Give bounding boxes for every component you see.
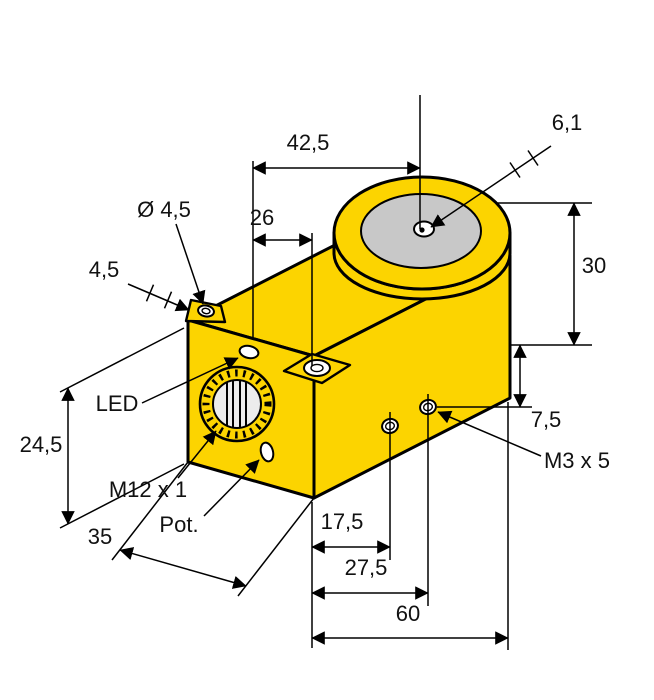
dim-30-label: 30 — [582, 253, 606, 278]
dim-tick — [527, 150, 539, 166]
dim-26-label: 26 — [250, 205, 274, 230]
dimension-lines — [59, 95, 592, 650]
dim-42-5-label: 42,5 — [287, 130, 330, 155]
leader-led — [141, 357, 239, 404]
m3-hole-front-inner — [384, 421, 396, 431]
led-indicator — [238, 344, 260, 360]
dim-27-5-label: 27,5 — [345, 555, 388, 580]
potentiometer-hole — [259, 441, 275, 463]
leader-m3 — [437, 410, 542, 457]
m12-label: M12 x 1 — [109, 477, 187, 502]
labels: 42,5 6,1 Ø 4,5 26 4,5 30 LED 24,5 M12 x … — [20, 110, 610, 626]
leader-6-1 — [430, 145, 552, 228]
pot-label: Pot. — [159, 512, 198, 537]
extension-line — [111, 461, 189, 561]
lug-hole-inner — [310, 363, 324, 373]
leader-pot — [203, 459, 260, 517]
dim-dia-4-5-label: Ø 4,5 — [137, 197, 191, 222]
m3-label: M3 x 5 — [544, 448, 610, 473]
step-hole — [197, 304, 215, 318]
dim-tick — [509, 162, 521, 178]
led-label: LED — [96, 391, 139, 416]
sensor-body — [184, 175, 512, 500]
dim-24-5-label: 24,5 — [20, 432, 63, 457]
dim-tick — [145, 284, 155, 302]
dim-35-label: 35 — [88, 524, 112, 549]
extension-line — [59, 327, 185, 393]
dim-60-label: 60 — [396, 601, 420, 626]
m3-hole-rear-inner — [422, 402, 434, 412]
connector-thread — [202, 369, 272, 439]
connector-socket — [212, 379, 262, 429]
extension-line — [59, 463, 185, 529]
leader-m12 — [177, 430, 217, 479]
lug-hole — [303, 359, 331, 377]
dim-17-5-label: 17,5 — [321, 509, 364, 534]
step-hole-inner — [201, 307, 211, 315]
leader-4-5 — [127, 283, 190, 312]
dim-6-1-label: 6,1 — [552, 110, 583, 135]
dim-4-5-label: 4,5 — [89, 257, 120, 282]
m12-connector — [198, 365, 276, 443]
dim-7-5-label: 7,5 — [531, 407, 562, 432]
dim-tick — [163, 291, 173, 309]
extension-line — [237, 497, 315, 597]
leader-dia-4-5 — [175, 223, 206, 305]
dim-line-35 — [119, 547, 247, 589]
